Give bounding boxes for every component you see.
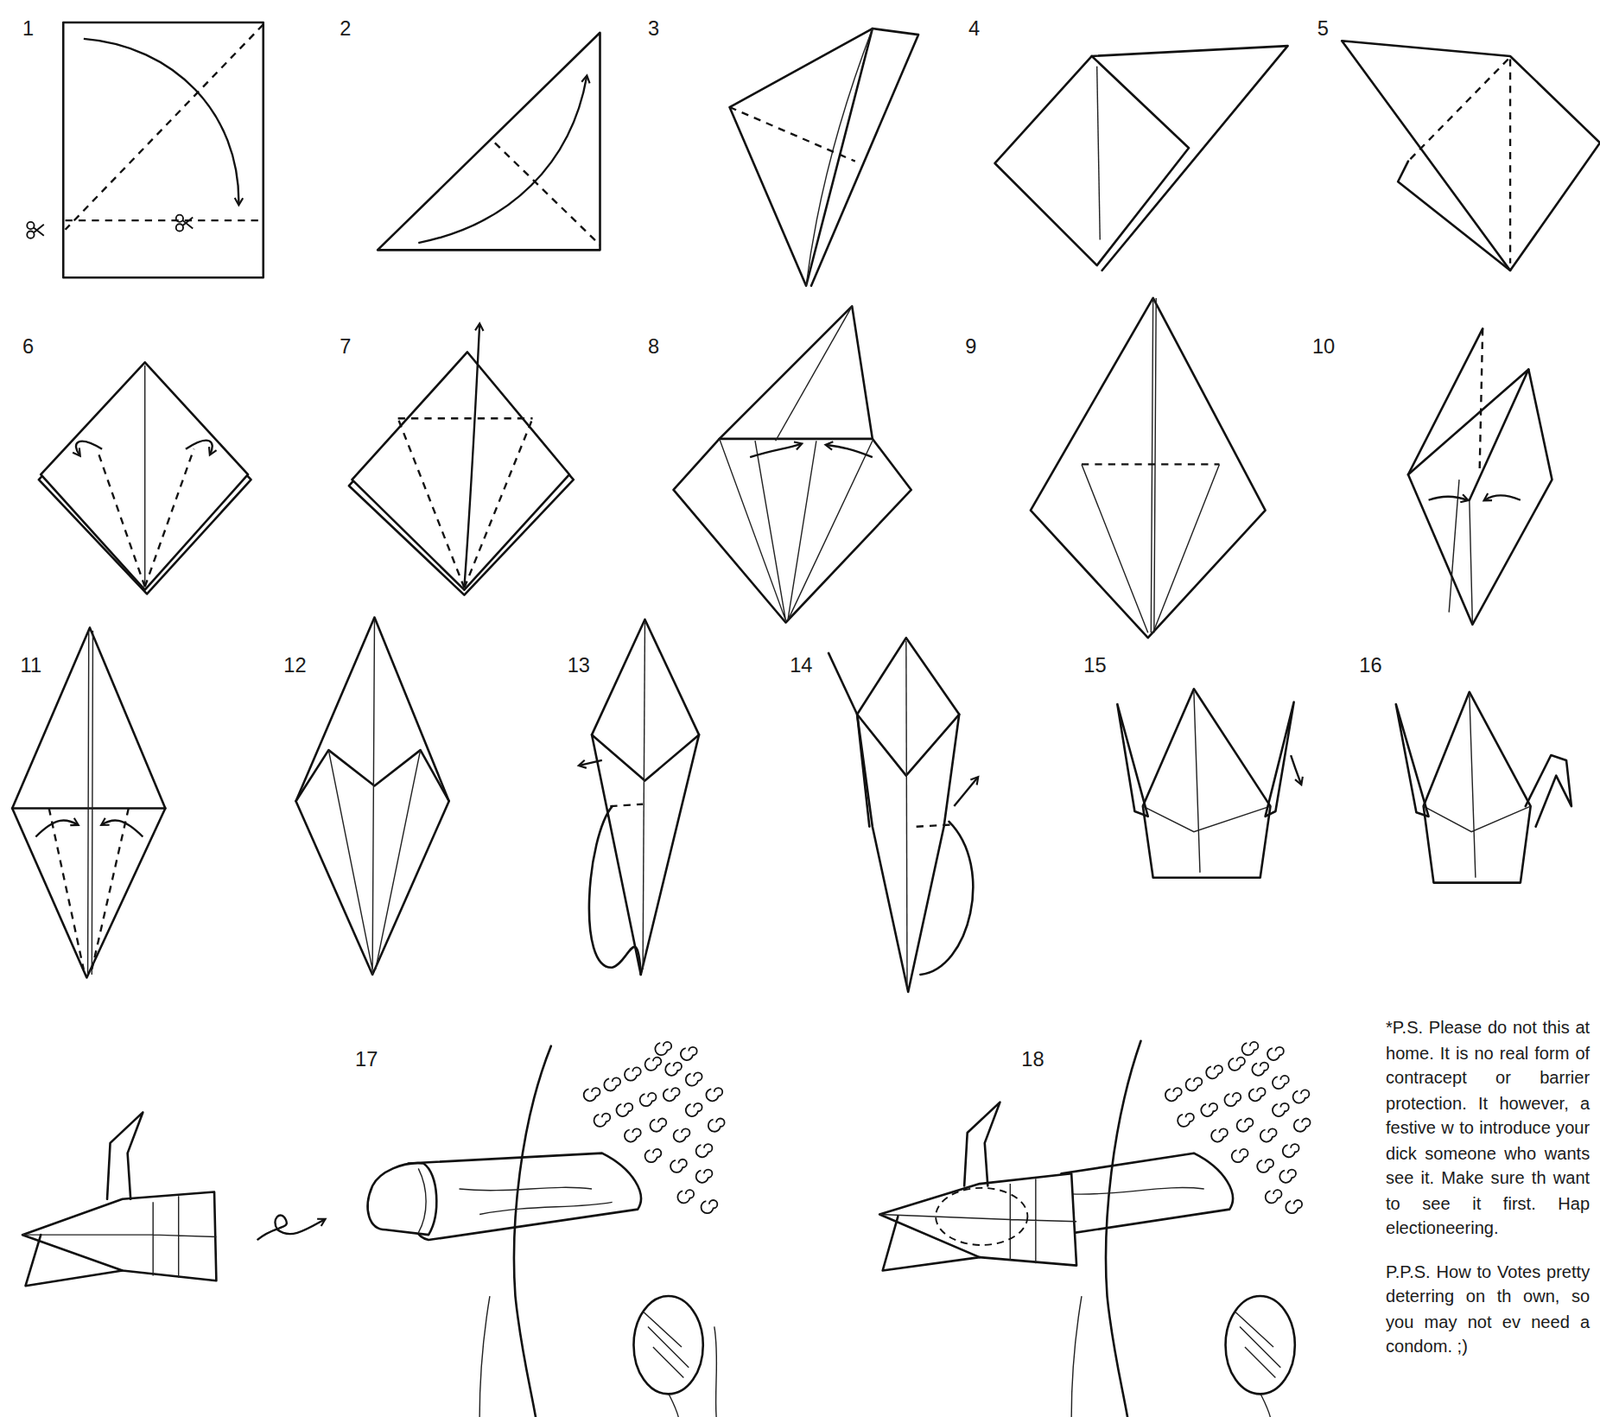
- step-number: 11: [20, 653, 43, 677]
- step-number: 2: [339, 17, 351, 40]
- step-number: 3: [647, 17, 660, 40]
- step-number: 5: [1317, 17, 1329, 40]
- step-number: 4: [968, 17, 980, 40]
- step-number: 6: [22, 334, 34, 357]
- step-number: 10: [1312, 334, 1335, 357]
- step-number: 17: [355, 1047, 378, 1071]
- step-number: 8: [647, 334, 660, 357]
- footnote-text: P.P.S. How to Votes pretty deterring on …: [1385, 1259, 1590, 1360]
- footnote-text: *P.S. Please do not this at home. It is …: [1385, 1015, 1590, 1241]
- step-number: 9: [965, 334, 977, 357]
- step-number: 1: [22, 17, 34, 40]
- step-number: 15: [1083, 653, 1106, 677]
- step-number: 14: [789, 653, 813, 677]
- step-number: 18: [1021, 1047, 1044, 1071]
- step-number: 12: [283, 653, 306, 677]
- step-number: 7: [339, 334, 351, 357]
- step-number: 13: [567, 653, 591, 677]
- step-number: 16: [1358, 653, 1382, 677]
